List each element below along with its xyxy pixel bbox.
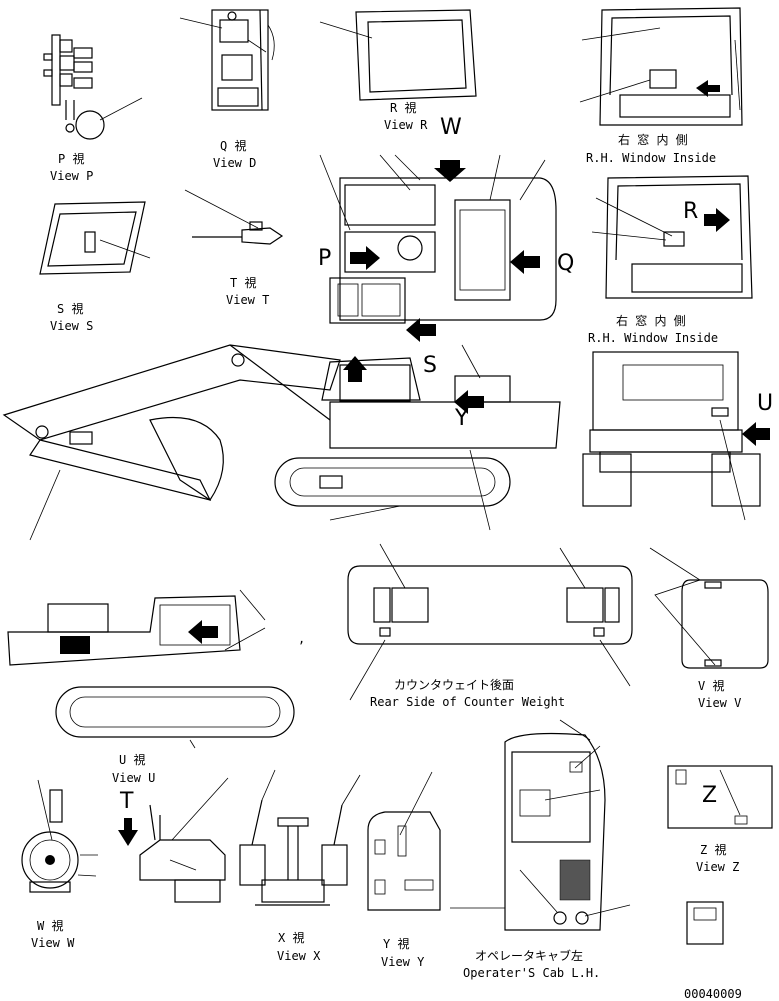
view-r-en-label: View R [384, 118, 428, 132]
view-x-jp-label: X 視 [278, 930, 304, 945]
view-x-en-label: View X [277, 949, 321, 963]
rh-window-inside-top-drawing [579, 7, 743, 126]
view-v-jp-label: V 視 [698, 678, 724, 693]
view-r-letter: R [683, 199, 698, 224]
drawing-number: 00040009 [684, 987, 742, 1001]
rh-window-2-jp-label: 右 窓 内 側 [616, 313, 686, 328]
counterweight-rear-drawing [347, 543, 633, 701]
view-y-drawing [367, 771, 441, 911]
view-w-en-label: View W [31, 936, 75, 950]
counterweight-en-label: Rear Side of Counter Weight [370, 695, 565, 709]
view-w-jp-label: W 視 [37, 918, 63, 933]
excavator-side-view-drawing [2, 344, 561, 541]
view-v-en-label: View V [698, 696, 741, 710]
view-p-jp-label: P 視 [58, 151, 84, 166]
view-r-drawing [319, 9, 477, 101]
view-p-drawing [43, 34, 143, 140]
view-z-en-label: View Z [696, 860, 739, 874]
view-y-en-label: View Y [381, 955, 425, 969]
view-d-jp-label: Q 視 [220, 138, 246, 153]
view-z-drawing [667, 765, 773, 945]
view-x-drawing [239, 769, 361, 906]
operator-cab-lh-drawing [450, 719, 631, 931]
view-d-en-label: View D [213, 156, 256, 170]
cab-lh-jp-label: オペレータキャブ左 [475, 948, 583, 963]
rh-window-2-en-label: R.H. Window Inside [588, 331, 718, 345]
view-v-drawing [649, 547, 769, 669]
view-s-drawing [39, 201, 151, 275]
counterweight-jp-label: カウンタウェイト後面 [394, 678, 514, 692]
view-y-letter-main: Y [454, 406, 469, 431]
rh-window-inside-bottom-drawing [591, 175, 753, 299]
view-s-letter: S [423, 353, 437, 378]
machine-top-view-drawing [319, 154, 557, 342]
excavator-left-view-drawing [7, 589, 295, 749]
view-z-jp-label: Z 視 [700, 842, 726, 857]
rh-window-1-en-label: R.H. Window Inside [586, 151, 716, 165]
view-r-jp-label: R 視 [390, 100, 416, 115]
view-u-letter: U [757, 391, 773, 416]
view-t-en-label: View T [226, 293, 269, 307]
misc-comma-mark: , [298, 632, 305, 646]
view-z-letter: Z [702, 783, 717, 808]
view-y-jp-label: Y 視 [383, 936, 409, 951]
view-p-letter: P [318, 246, 331, 271]
view-t-control-drawing [118, 777, 229, 903]
view-s-en-label: View S [50, 319, 93, 333]
view-p-en-label: View P [50, 169, 93, 183]
excavator-rear-view-drawing [582, 351, 770, 521]
view-q-letter: Q [557, 251, 574, 276]
rh-window-1-jp-label: 右 窓 内 側 [618, 132, 688, 147]
view-w-letter: W [440, 115, 462, 140]
view-w-drawing [21, 779, 98, 893]
view-s-jp-label: S 視 [57, 301, 83, 316]
view-u-en-label: View U [112, 771, 155, 785]
view-u-jp-label: U 視 [119, 752, 145, 767]
view-t-letter: T [119, 789, 134, 814]
view-t-drawing [184, 189, 284, 245]
view-d-drawing [179, 9, 275, 111]
cab-lh-en-label: Operater'S Cab L.H. [463, 966, 600, 980]
view-t-jp-label: T 視 [230, 275, 256, 290]
